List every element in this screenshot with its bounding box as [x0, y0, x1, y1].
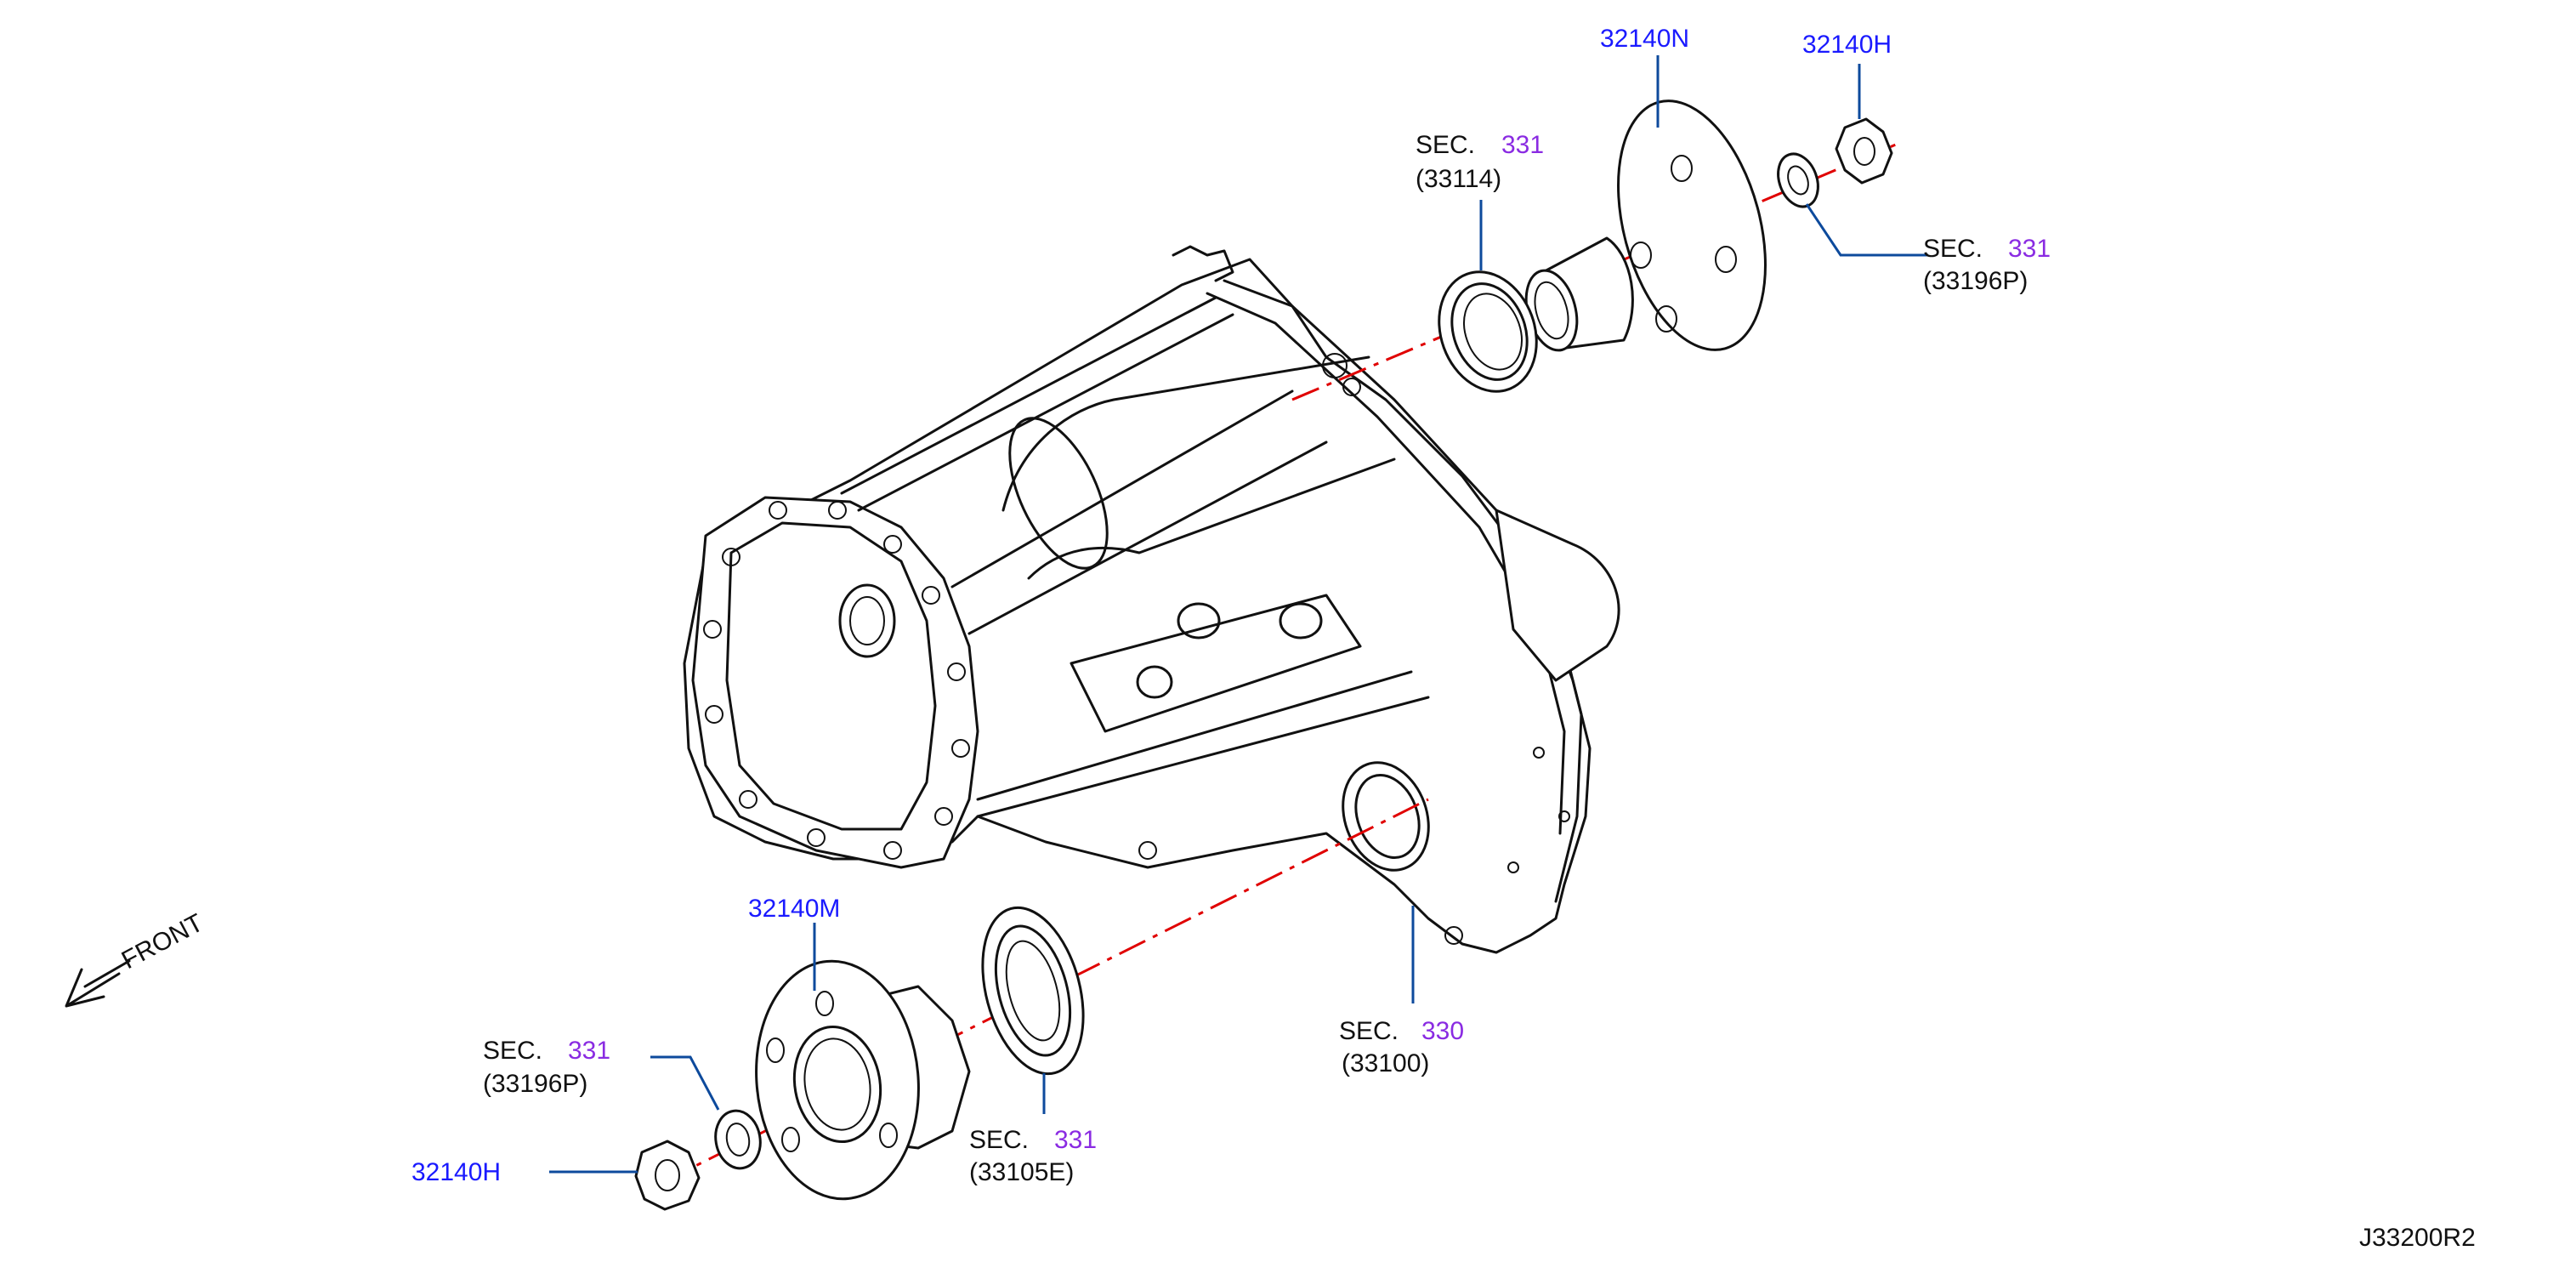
- companion-flange-32140n: [1524, 99, 1767, 352]
- sec-reference: (33196P): [1923, 267, 2028, 295]
- sec-prefix: SEC.: [1416, 131, 1475, 159]
- part-label-32140h-top: 32140H: [1802, 31, 1892, 59]
- washer-33196p-top: [1777, 152, 1819, 208]
- sec-number: 331: [1501, 131, 1544, 159]
- transfer-case-housing: [683, 245, 1620, 954]
- sec-number: 331: [1054, 1126, 1097, 1154]
- part-label-32140m: 32140M: [748, 895, 840, 923]
- companion-flange-32140m: [755, 959, 971, 1201]
- part-label-32140n: 32140N: [1600, 25, 1689, 53]
- front-arrow-icon: [65, 959, 131, 1008]
- sec-prefix: SEC.: [969, 1126, 1029, 1154]
- leader-lines: [549, 55, 1928, 1174]
- lock-nut-32140h-top: [1835, 117, 1893, 185]
- sec-reference: (33100): [1342, 1049, 1429, 1077]
- sec-reference: (33196P): [483, 1070, 587, 1098]
- part-label-32140h-bottom: 32140H: [411, 1158, 501, 1186]
- sec-reference: (33105E): [969, 1158, 1074, 1186]
- oil-seal-33105e: [981, 906, 1085, 1076]
- sec-number: 331: [568, 1037, 610, 1065]
- sec-number: 330: [1421, 1017, 1464, 1045]
- sec-callout-33100: SEC. 330 (33100): [1339, 1017, 1464, 1077]
- front-indicator: FRONT: [65, 909, 208, 1008]
- sec-prefix: SEC.: [1923, 235, 1983, 263]
- sec-number: 331: [2008, 235, 2051, 263]
- washer-33196p-bottom: [714, 1109, 762, 1170]
- sec-callout-33196p-top: SEC. 331 (33196P): [1923, 235, 2051, 295]
- front-label: FRONT: [117, 909, 208, 975]
- sec-callout-33114: SEC. 331 (33114): [1416, 131, 1544, 193]
- sec-callout-33105e: SEC. 331 (33105E): [969, 1126, 1097, 1186]
- sec-reference: (33114): [1416, 165, 1501, 193]
- sec-prefix: SEC.: [483, 1037, 542, 1065]
- sec-prefix: SEC.: [1339, 1017, 1399, 1045]
- drawing-id: J33200R2: [2359, 1224, 2476, 1252]
- sec-callout-33196p-bottom: SEC. 331 (33196P): [483, 1037, 610, 1098]
- lock-nut-32140h-bottom: [634, 1140, 701, 1211]
- oil-seal-33114: [1438, 270, 1538, 393]
